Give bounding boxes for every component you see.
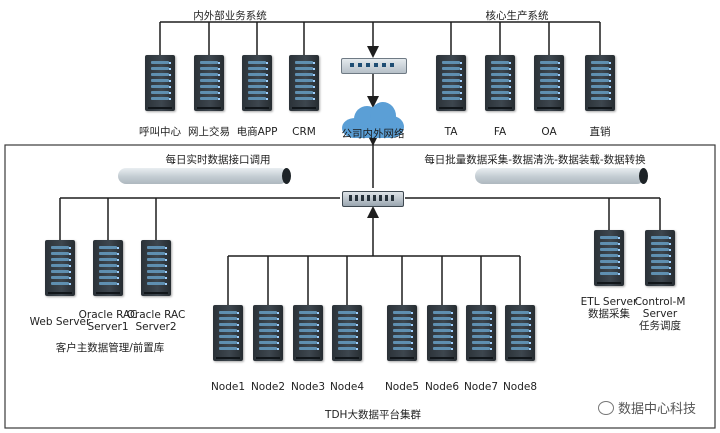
server-icon-node-1 <box>213 305 243 361</box>
server-icon-top-7 <box>534 55 564 111</box>
server-icon-left-3 <box>141 240 171 296</box>
server-icon-right-2 <box>645 230 675 286</box>
cloud-icon <box>340 100 406 140</box>
top-server-label-5: TA <box>444 126 458 138</box>
server-icon-node-5 <box>387 305 417 361</box>
server-icon-top-6 <box>485 55 515 111</box>
node-label-2: Node2 <box>250 381 286 393</box>
node-label-3: Node3 <box>290 381 326 393</box>
server-icon-top-4 <box>289 55 319 111</box>
node-label-8: Node8 <box>502 381 538 393</box>
left-server-label-1: Web Server <box>29 316 91 328</box>
node-label-1: Node1 <box>210 381 246 393</box>
top-network-switch-icon <box>341 58 407 74</box>
right-server-label-2: Control-M Server 任务调度 <box>634 296 686 332</box>
group-title-internal-external: 内外部业务系统 <box>193 10 267 22</box>
server-icon-top-3 <box>242 55 272 111</box>
channel-realtime-label: 每日实时数据接口调用 <box>165 154 271 166</box>
top-server-label-2: 网上交易 <box>188 126 230 138</box>
server-icon-top-2 <box>194 55 224 111</box>
node-label-7: Node7 <box>463 381 499 393</box>
cluster-frame <box>4 144 716 429</box>
server-icon-left-1 <box>45 240 75 296</box>
node-label-5: Node5 <box>384 381 420 393</box>
cluster-caption: TDH大数据平台集群 <box>325 409 421 421</box>
server-icon-top-1 <box>145 55 175 111</box>
node-label-6: Node6 <box>424 381 460 393</box>
top-server-label-4: CRM <box>292 126 316 138</box>
server-icon-node-7 <box>466 305 496 361</box>
wechat-logo-icon <box>598 401 614 415</box>
server-icon-node-4 <box>332 305 362 361</box>
cloud-label: 公司内外网络 <box>341 128 405 140</box>
top-server-label-1: 呼叫中心 <box>139 126 181 138</box>
node-label-4: Node4 <box>329 381 365 393</box>
left-server-label-2: Oracle RAC Server1 <box>78 309 138 333</box>
watermark: 数据中心科技 <box>598 398 696 417</box>
watermark-text: 数据中心科技 <box>618 402 697 417</box>
server-icon-node-6 <box>427 305 457 361</box>
top-server-label-7: OA <box>541 126 557 138</box>
server-icon-node-8 <box>505 305 535 361</box>
top-server-label-8: 直销 <box>589 126 611 138</box>
core-network-switch-icon <box>342 191 404 207</box>
batch-pipe-icon <box>475 168 648 184</box>
server-icon-node-3 <box>293 305 323 361</box>
server-icon-right-1 <box>594 230 624 286</box>
server-icon-top-8 <box>585 55 615 111</box>
top-server-label-6: FA <box>493 126 507 138</box>
realtime-pipe-icon <box>118 168 291 184</box>
channel-batch-label: 每日批量数据采集-数据清洗-数据装载-数据转换 <box>424 154 646 166</box>
left-server-label-3: Oracle RAC Server2 <box>126 309 186 333</box>
server-icon-node-2 <box>253 305 283 361</box>
group-title-core-production: 核心生产系统 <box>485 10 549 22</box>
right-server-label-1: ETL Server 数据采集 <box>580 296 638 320</box>
server-icon-left-2 <box>93 240 123 296</box>
left-group-caption: 客户主数据管理/前置库 <box>55 342 165 354</box>
server-icon-top-5 <box>436 55 466 111</box>
top-server-label-3: 电商APP <box>236 126 278 138</box>
